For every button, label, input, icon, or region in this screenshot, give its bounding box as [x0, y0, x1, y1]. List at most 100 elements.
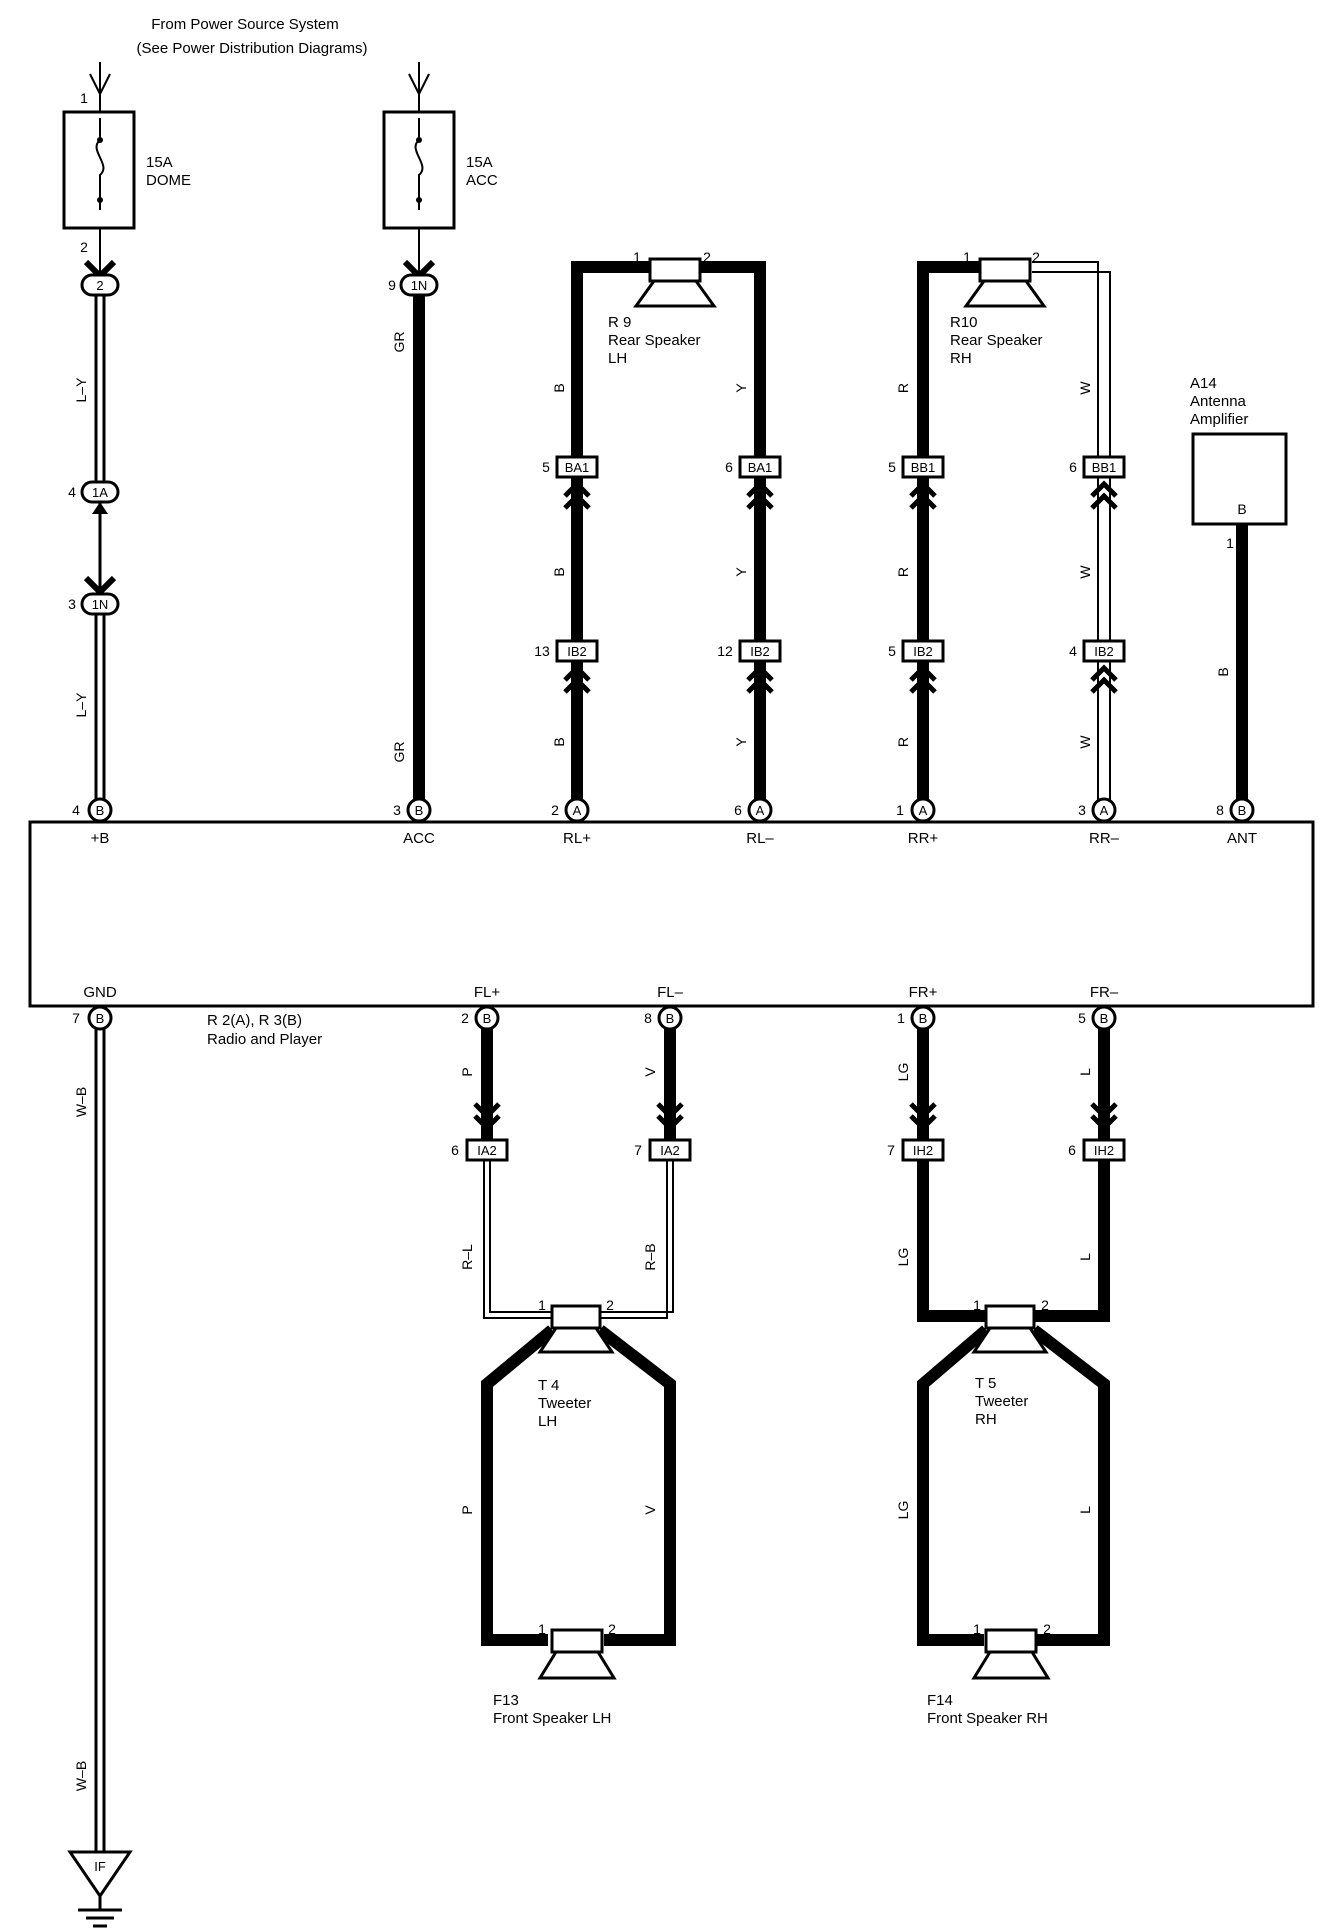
- svg-text:1: 1: [538, 1621, 546, 1637]
- speaker-f13: 1 2 F13 Front Speaker LH: [493, 1621, 617, 1727]
- svg-text:Y: Y: [733, 383, 749, 393]
- fuse-acc-amp: 15A: [466, 154, 493, 171]
- svg-text:W: W: [1077, 735, 1093, 749]
- svg-text:6: 6: [1068, 1142, 1076, 1158]
- svg-text:P: P: [459, 1067, 475, 1076]
- svg-text:P: P: [459, 1505, 475, 1514]
- svg-text:LG: LG: [895, 1248, 911, 1267]
- svg-text:7: 7: [634, 1142, 642, 1158]
- connector-ib2-rlm: IB2 12: [717, 639, 782, 694]
- svg-text:W–B: W–B: [73, 1087, 89, 1117]
- wire-fr-minus: L: [1077, 1029, 1118, 1140]
- svg-text:6: 6: [1069, 459, 1077, 475]
- svg-text:1: 1: [633, 249, 641, 265]
- svg-text:1: 1: [896, 802, 904, 818]
- svg-text:IH2: IH2: [1094, 1143, 1114, 1158]
- wire-color-ly-upper: L–Y: [73, 377, 89, 403]
- svg-text:R: R: [895, 567, 911, 577]
- svg-text:B: B: [96, 1011, 105, 1026]
- svg-text:V: V: [642, 1505, 658, 1515]
- svg-text:3: 3: [1078, 802, 1086, 818]
- connector-2: 2: [80, 259, 120, 297]
- fuse-acc-name: ACC: [466, 172, 498, 189]
- svg-text:1N: 1N: [92, 597, 109, 612]
- header-line-2: (See Power Distribution Diagrams): [137, 40, 368, 57]
- connector-ih2-right: IH2 6: [1068, 1138, 1126, 1162]
- svg-text:5: 5: [1078, 1010, 1086, 1026]
- svg-text:B: B: [551, 383, 567, 392]
- connector-ib2-rlp: IB2 13: [534, 639, 599, 694]
- svg-text:LH: LH: [608, 350, 627, 367]
- connector-1n-mid: 1N 3: [68, 592, 120, 616]
- speaker-r10-icon: [978, 257, 1032, 283]
- connector-bb1-right: BB1 6: [1069, 455, 1126, 510]
- svg-text:B: B: [551, 737, 567, 746]
- svg-text:R–B: R–B: [642, 1243, 658, 1270]
- term-fr-minus: FR–: [1090, 984, 1119, 1001]
- svg-text:B: B: [483, 1011, 492, 1026]
- svg-text:B: B: [415, 803, 424, 818]
- dome-arrow-icon: [89, 73, 111, 97]
- wire-wb: W–B W–B: [73, 1029, 106, 1852]
- svg-text:IA2: IA2: [477, 1143, 497, 1158]
- svg-text:8: 8: [644, 1010, 652, 1026]
- svg-text:A: A: [756, 803, 765, 818]
- svg-text:2: 2: [608, 1621, 616, 1637]
- fuse-dome-amp: 15A: [146, 154, 173, 171]
- svg-text:IB2: IB2: [913, 644, 933, 659]
- svg-text:2: 2: [1032, 249, 1040, 265]
- antenna-amplifier: A14 Antenna Amplifier B 1 B: [1190, 375, 1288, 800]
- wire-p-front-lh: P: [459, 1325, 556, 1646]
- svg-text:IB2: IB2: [750, 644, 770, 659]
- svg-text:13: 13: [534, 643, 550, 659]
- ground-if: IF: [67, 1850, 133, 1928]
- svg-text:IF: IF: [94, 1859, 106, 1874]
- svg-text:RH: RH: [975, 1411, 997, 1428]
- svg-text:F14: F14: [927, 1692, 953, 1709]
- svg-text:BA1: BA1: [565, 460, 590, 475]
- svg-text:Y: Y: [733, 567, 749, 577]
- svg-text:1A: 1A: [92, 485, 108, 500]
- dome-pin-in: 1: [80, 90, 88, 106]
- tweeter-t4: 1 2 T 4 Tweeter LH: [537, 1297, 615, 1430]
- svg-text:6: 6: [451, 1142, 459, 1158]
- svg-text:5: 5: [888, 643, 896, 659]
- wire-v-front-lh: V: [596, 1325, 676, 1646]
- svg-text:RH: RH: [950, 350, 972, 367]
- radio-top-terminals: B 4 +B B 3 ACC A 2 RL+ A 6 RL– A 1 RR+ A…: [72, 797, 1257, 847]
- svg-text:B: B: [1100, 1011, 1109, 1026]
- term-rr-minus: RR–: [1089, 830, 1120, 847]
- svg-text:A: A: [1100, 803, 1109, 818]
- svg-text:Rear Speaker: Rear Speaker: [950, 332, 1043, 349]
- svg-text:7: 7: [72, 1010, 80, 1026]
- wire-fl-plus: P: [459, 1029, 501, 1140]
- svg-text:B: B: [551, 567, 567, 576]
- connector-bb1-left: BB1 5: [888, 455, 945, 510]
- term-fl-plus: FL+: [474, 984, 501, 1001]
- svg-text:1: 1: [1226, 535, 1234, 551]
- speaker-r9: 1 2 R 9 Rear Speaker LH: [608, 249, 717, 367]
- svg-text:1: 1: [963, 249, 971, 265]
- svg-text:L: L: [1077, 1253, 1093, 1261]
- wire-color-ly-lower: L–Y: [73, 692, 89, 718]
- svg-text:Amplifier: Amplifier: [1190, 411, 1248, 428]
- wire-rl-minus: Y Y Y: [700, 261, 766, 800]
- svg-text:BB1: BB1: [1092, 460, 1117, 475]
- svg-text:A: A: [573, 803, 582, 818]
- svg-text:LG: LG: [895, 1063, 911, 1082]
- wire-l-front-rh: L: [1030, 1325, 1110, 1646]
- fuse-acc: 15A ACC: [382, 62, 498, 272]
- svg-text:Tweeter: Tweeter: [538, 1395, 591, 1412]
- connector-ih2-left: IH2 7: [887, 1138, 945, 1162]
- svg-text:T 4: T 4: [538, 1377, 559, 1394]
- svg-text:2: 2: [551, 802, 559, 818]
- radio-id: R 2(A), R 3(B): [207, 1012, 302, 1029]
- svg-text:BB1: BB1: [911, 460, 936, 475]
- svg-text:2: 2: [606, 1297, 614, 1313]
- term-rr-plus: RR+: [908, 830, 939, 847]
- svg-text:A: A: [919, 803, 928, 818]
- connector-ia2-left: IA2 6: [451, 1138, 509, 1162]
- svg-text:W–B: W–B: [73, 1761, 89, 1791]
- tweeter-t5: 1 2 T 5 Tweeter RH: [971, 1297, 1049, 1428]
- svg-text:2: 2: [703, 249, 711, 265]
